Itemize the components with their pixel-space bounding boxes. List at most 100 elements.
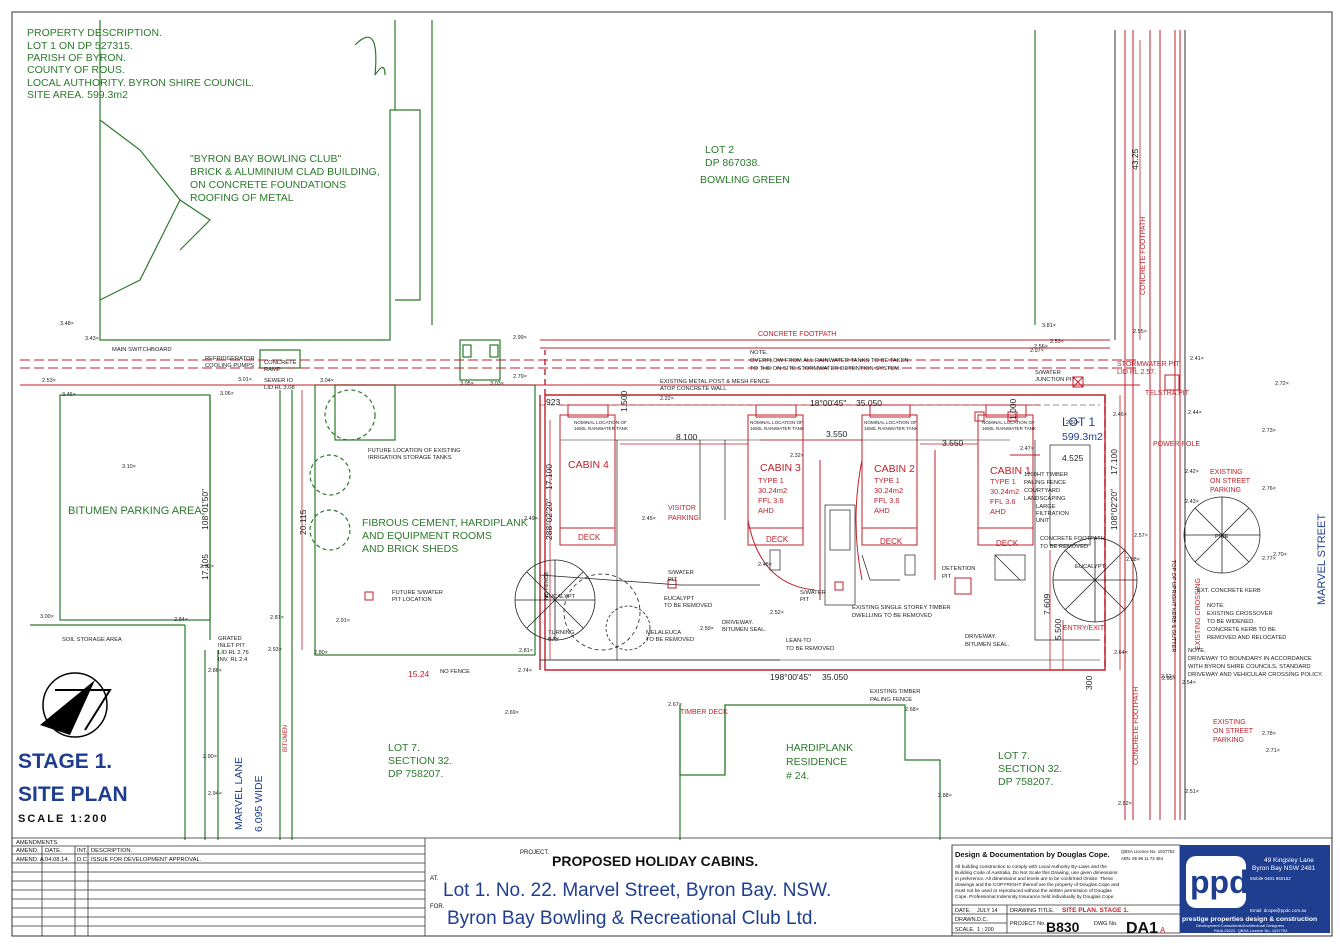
stormwater-lid-label: LID RL 2.57. bbox=[1117, 369, 1156, 376]
timber-fence: EXISTING TIMBER bbox=[870, 689, 920, 695]
swater-junction: S/WATER bbox=[1035, 370, 1061, 376]
spot-level: 2.93× bbox=[268, 647, 282, 653]
grated-pit: INV. RL 2.4 bbox=[218, 657, 248, 663]
lot2-line: BOWLING GREEN bbox=[700, 174, 790, 186]
spot-level: 2.58× bbox=[1126, 557, 1140, 563]
lot7-line: SECTION 32. bbox=[388, 755, 452, 767]
dim-20115: 20.115 bbox=[298, 509, 308, 535]
dim-1000: 1.000 bbox=[1008, 398, 1018, 420]
spot-level: 2.47× bbox=[1020, 446, 1034, 452]
crossover-note: NOTE. bbox=[1207, 603, 1225, 609]
courtyard: 1200HT TIMBER bbox=[1024, 472, 1068, 478]
stormwater-pit-label: STORMWATER PIT bbox=[1117, 361, 1180, 368]
cabin-deck: DECK bbox=[766, 535, 789, 544]
overflow-note: OVERFLOW FROM ALL RAINWATER TANKS TO BE … bbox=[750, 358, 909, 364]
dim-4525: 4.525 bbox=[1062, 453, 1084, 463]
disclaimer: in preference. All dimensions and levels… bbox=[955, 876, 1113, 882]
crossover-note: REMOVED AND RELOCATED bbox=[1207, 635, 1286, 641]
cabin-area: 30.24m2 bbox=[874, 486, 903, 495]
lean-to: TO BE REMOVED bbox=[786, 646, 834, 652]
footpath-removed: CONCRETE FOOTPATH bbox=[1040, 536, 1105, 542]
spot-level: 2.77× bbox=[1262, 556, 1276, 562]
refrigerator: REFRIDGERATOR bbox=[205, 356, 255, 362]
lane-length: 17.105 bbox=[200, 554, 210, 580]
amend-col: DATE. bbox=[45, 848, 62, 854]
pine-label: PINE bbox=[1215, 534, 1229, 540]
bitumen-label: BITUMEN bbox=[283, 725, 289, 752]
black-annotations: NOTE. OVERFLOW FROM ALL RAINWATER TANKS … bbox=[62, 347, 1323, 703]
right-length: 17.100 bbox=[1109, 449, 1119, 475]
dim-3550: 3.550 bbox=[942, 438, 964, 448]
spot-level: 2.72× bbox=[1275, 381, 1289, 387]
spot-level: 2.69× bbox=[505, 710, 519, 716]
courtyard: PALING FENCE bbox=[1024, 480, 1066, 486]
spot-level: 2.90× bbox=[203, 754, 217, 760]
no-fence: NO FENCE bbox=[440, 669, 470, 675]
property-line-4: LOCAL AUTHORITY. BYRON SHIRE COUNCIL. bbox=[27, 77, 254, 89]
spot-level: 2.44× bbox=[1188, 410, 1202, 416]
spot-level: 2.92× bbox=[200, 564, 214, 570]
timber-deck-label: TIMBER DECK bbox=[680, 709, 728, 716]
bottom-length: 35.050 bbox=[822, 672, 848, 682]
lot7-line: SECTION 32. bbox=[998, 763, 1062, 775]
amend-col: AMEND. bbox=[16, 848, 39, 854]
driveway-bitumen: DRIVEWAY. bbox=[722, 620, 754, 626]
metal-post-label: EXISTING METAL POST & MESH FENCE bbox=[660, 379, 770, 385]
crossover-note: EXISTING CROSSOVER bbox=[1207, 611, 1273, 617]
dim-300: 300 bbox=[1084, 676, 1094, 690]
bowling-club-line: BRICK & ALUMINIUM CLAD BUILDING, bbox=[190, 166, 380, 178]
lot7-line: LOT 7. bbox=[998, 750, 1030, 762]
dim-8100: 8.100 bbox=[676, 432, 698, 442]
scale-label-tb: SCALE. bbox=[955, 927, 975, 933]
main-switchboard: MAIN SWITCHBOARD bbox=[112, 347, 172, 353]
sheds-line: FIBROUS CEMENT, HARDIPLANK bbox=[362, 517, 528, 529]
eucalypt-removed: TO BE REMOVED bbox=[664, 603, 712, 609]
spot-level: 2.78× bbox=[1262, 731, 1276, 737]
spot-level: 2.88× bbox=[938, 793, 952, 799]
lane-width-label: 6.095 WIDE bbox=[253, 775, 265, 832]
spot-level: 2.42× bbox=[1185, 469, 1199, 475]
property-line-1: LOT 1 ON DP 527315. bbox=[27, 40, 133, 52]
cabin-type: TYPE 1 bbox=[758, 476, 784, 485]
spot-level: 2.53× bbox=[1050, 339, 1064, 345]
rainwater-tank-3: NOMINAL LOCATION OF bbox=[750, 420, 803, 425]
dim-7609: 7.609 bbox=[1042, 593, 1052, 615]
telstra-pit-label: TELSTRA PIT bbox=[1145, 390, 1190, 397]
turning-bay: TURNING bbox=[548, 630, 575, 636]
street-parking-label: PARKING bbox=[1210, 487, 1241, 494]
spot-level: 2.73× bbox=[1262, 428, 1276, 434]
rainwater-tank-3: 1650L RAINWATER TANK bbox=[750, 426, 805, 431]
cabin-name: CABIN 2 bbox=[874, 463, 915, 475]
street-parking-label: EXISTING bbox=[1213, 719, 1246, 726]
spot-level: 2.97× bbox=[1030, 348, 1044, 354]
grated-pit: INLET PIT bbox=[218, 643, 245, 649]
project-client: Byron Bay Bowling & Recreational Club Lt… bbox=[447, 908, 818, 929]
concrete-ramp: CONCRETE bbox=[264, 360, 297, 366]
spot-level: 2.49× bbox=[524, 516, 538, 522]
spot-levels: 3.48×3.43×2.53×3.46×3.01×3.06×3.04×3.05×… bbox=[40, 321, 1289, 807]
stage-label: STAGE 1. bbox=[18, 750, 112, 773]
swater-pit: S/WATER bbox=[800, 590, 826, 596]
courtyard: COURTYARD bbox=[1024, 488, 1060, 494]
driveway-note: NOTE. bbox=[1188, 648, 1206, 654]
cabin-2-outline bbox=[861, 414, 918, 546]
cabin-4-labels: CABIN 4 DECK bbox=[568, 459, 609, 542]
design-by: Design & Documentation by Douglas Cope. bbox=[955, 850, 1110, 859]
abn: ABN. 86 96 11 73 484 bbox=[1121, 856, 1164, 861]
rainwater-tank-4: 1650L RAINWATER TANK bbox=[574, 426, 629, 431]
detention-pit: DETENTION bbox=[942, 566, 976, 572]
spot-level: 2.76× bbox=[1262, 486, 1276, 492]
spot-level: 3.00× bbox=[40, 614, 54, 620]
cabin-2-labels: CABIN 2 TYPE 1 30.24m2 FFL 3.6 AHD DECK bbox=[874, 463, 915, 546]
cabin-ffl: FFL 3.6 bbox=[758, 496, 784, 505]
amendments-table: AMENDMENTS. AMEND. DATE. INT. DESCRIPTIO… bbox=[16, 840, 202, 863]
spot-level: 2.79× bbox=[513, 374, 527, 380]
bottom-bearing: 198°00'45" bbox=[770, 672, 811, 682]
spot-level: 2.91× bbox=[336, 618, 350, 624]
drawn-value: D.C. bbox=[977, 917, 988, 923]
sheds-line: AND EQUIPMENT ROOMS bbox=[362, 530, 492, 542]
refrigerator: COOLING PUMPS bbox=[205, 363, 254, 369]
project-no-label: PROJECT No. bbox=[1010, 921, 1046, 927]
property-line-3: COUNTY OF ROUS. bbox=[27, 64, 125, 76]
